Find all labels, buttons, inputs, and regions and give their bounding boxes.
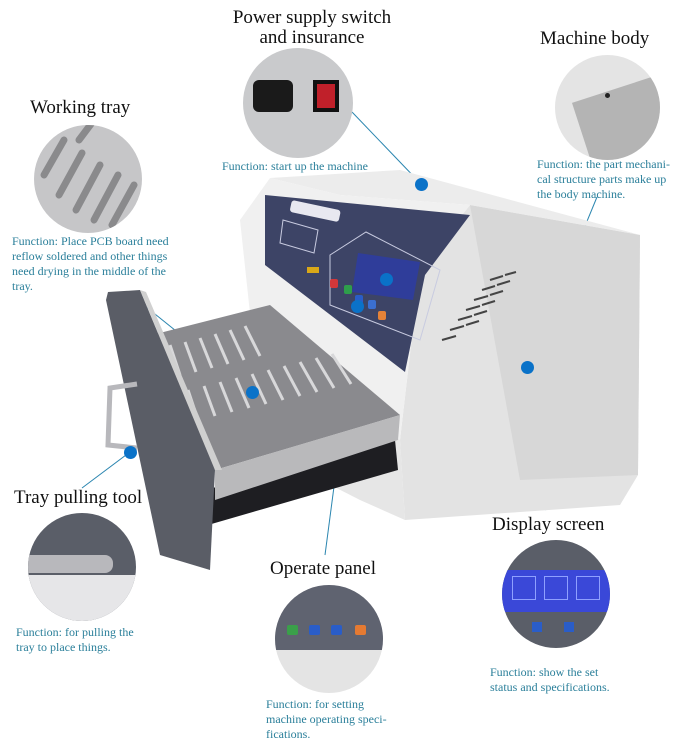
display-down-icon	[564, 622, 574, 632]
start-button-icon	[287, 625, 298, 635]
display-icon-reflow	[544, 576, 568, 600]
screw-icon	[605, 93, 610, 98]
tray-function-line: Function: Place PCB board need	[12, 234, 169, 248]
pointer-dot-display[interactable]	[380, 273, 393, 286]
tray-function-line: reflow soldered and other things	[12, 249, 168, 263]
panel-closeup-circle	[275, 585, 383, 693]
panel-title: Operate panel	[270, 558, 377, 579]
body-function-text: Function: the part mechani- cal structur…	[537, 157, 670, 202]
up-button-icon	[309, 625, 320, 635]
handle-closeup-circle	[28, 513, 136, 621]
power-function-text: Function: start up the machine	[222, 159, 368, 173]
display-function-line: Function: show the set	[490, 665, 599, 679]
panel-function-line: fications.	[266, 727, 311, 741]
display-closeup-circle	[502, 540, 610, 648]
body-title: Machine body	[540, 28, 650, 49]
down-button-icon	[331, 625, 342, 635]
display-title: Display screen	[492, 514, 605, 535]
tray-title: Working tray	[30, 97, 131, 118]
working-tray	[140, 305, 400, 470]
handle-title: Tray pulling tool	[14, 487, 143, 508]
machine-top	[270, 170, 640, 235]
brand-logo	[290, 200, 341, 222]
handle-function-line: Function: for pulling the	[16, 625, 134, 639]
handle-function-line: tray to place things.	[16, 640, 111, 654]
body-function-line: Function: the part mechani-	[537, 157, 670, 171]
power-title: Power supply switch and insurance	[200, 8, 424, 48]
leader-power	[351, 111, 422, 185]
power-closeup-circle	[243, 48, 353, 158]
tray-function-line: tray.	[12, 279, 33, 293]
display-function-text: Function: show the set status and specif…	[490, 665, 610, 695]
panel-function-line: machine operating speci-	[266, 712, 387, 726]
drawer-front	[106, 290, 215, 570]
pointer-dot-power[interactable]	[415, 178, 428, 191]
display-up-icon	[532, 622, 542, 632]
tray-function-text: Function: Place PCB board need reflow so…	[12, 234, 169, 294]
display-icon-thermometer	[576, 576, 600, 600]
display-icon-preheat	[512, 576, 536, 600]
power-title-line1: Power supply switch	[232, 7, 392, 28]
handle-function-text: Function: for pulling the tray to place …	[16, 625, 134, 655]
pointer-dot-panel[interactable]	[351, 300, 364, 313]
display-function-line: status and specifications.	[490, 680, 610, 694]
vent-slots	[441, 271, 517, 341]
pointer-dot-body[interactable]	[521, 361, 534, 374]
pointer-dot-handle[interactable]	[124, 446, 137, 459]
power-switch-icon	[313, 80, 339, 112]
body-function-line: the body machine.	[537, 187, 626, 201]
pointer-dot-tray[interactable]	[246, 386, 259, 399]
body-function-line: cal structure parts make up	[537, 172, 667, 186]
power-socket-icon	[253, 80, 293, 112]
tray-slots	[168, 325, 353, 421]
tray-function-line: need drying in the middle of the	[12, 264, 166, 278]
tray-closeup-circle	[34, 125, 142, 233]
leader-handle	[81, 451, 131, 489]
power-title-line2: and insurance	[259, 27, 365, 48]
tray-handle	[105, 381, 138, 451]
panel-function-line: Function: for setting	[266, 697, 364, 711]
body-closeup-circle	[555, 55, 660, 160]
set-button-icon	[355, 625, 366, 635]
panel-function-text: Function: for setting machine operating …	[266, 697, 387, 742]
